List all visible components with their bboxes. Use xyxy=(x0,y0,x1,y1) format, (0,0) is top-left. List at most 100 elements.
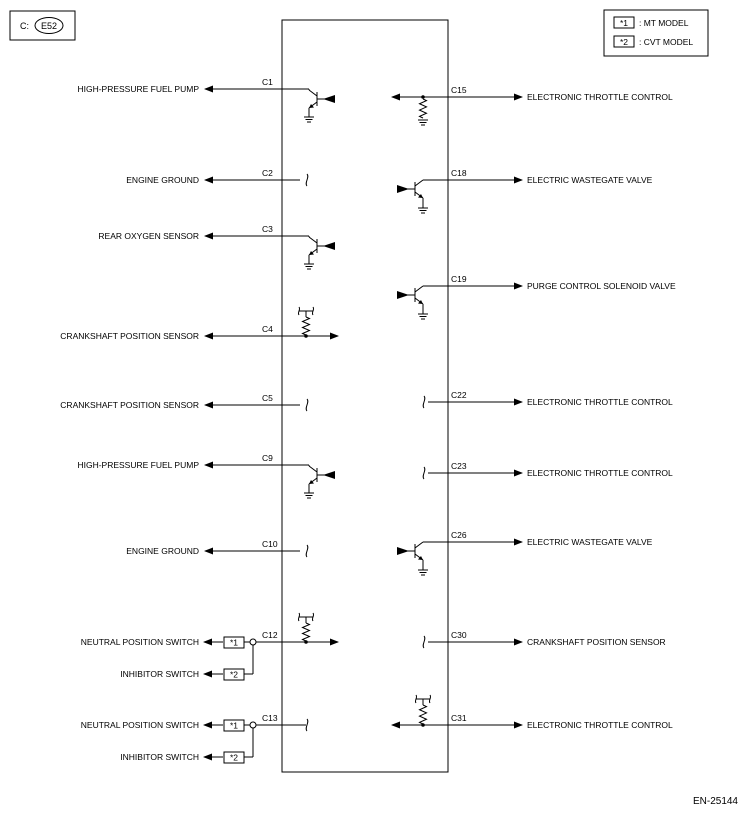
wire-break-symbol xyxy=(422,466,426,480)
ground-symbol xyxy=(304,263,314,270)
legend-text-2: : CVT MODEL xyxy=(639,37,693,47)
pin-number: C5 xyxy=(262,393,273,403)
ground-symbol xyxy=(418,207,428,214)
pin-label: CRANKSHAFT POSITION SENSOR xyxy=(60,400,199,410)
branch-label: INHIBITOR SWITCH xyxy=(120,752,199,762)
connector-prefix: C: xyxy=(20,21,29,31)
resistor-symbol xyxy=(418,98,428,119)
transistor-symbol xyxy=(397,285,424,305)
pin-label: NEUTRAL POSITION SWITCH xyxy=(81,720,199,730)
ground-symbol xyxy=(304,116,314,123)
pin-number: C26 xyxy=(451,530,467,540)
pin-label: PURGE CONTROL SOLENOID VALVE xyxy=(527,281,676,291)
power-supply-symbol xyxy=(297,612,315,622)
legend-mark-2: *2 xyxy=(620,37,628,47)
legend-mark-box-1 xyxy=(613,16,635,29)
pin-number: C10 xyxy=(262,539,278,549)
pin-label: ELECTRONIC THROTTLE CONTROL xyxy=(527,397,673,407)
pin-label: ENGINE GROUND xyxy=(126,175,199,185)
pin-label: REAR OXYGEN SENSOR xyxy=(98,231,199,241)
connector-tag: C: E52 xyxy=(9,10,76,41)
pin-label: ELECTRIC WASTEGATE VALVE xyxy=(527,175,653,185)
pin-number: C23 xyxy=(451,461,467,471)
connector-id: E52 xyxy=(41,21,57,31)
pin-label: ELECTRONIC THROTTLE CONTROL xyxy=(527,92,673,102)
wire-break-symbol xyxy=(305,544,309,558)
branch-label: INHIBITOR SWITCH xyxy=(120,669,199,679)
pin-label: HIGH-PRESSURE FUEL PUMP xyxy=(77,460,199,470)
transistor-symbol xyxy=(308,465,335,485)
model-mark: *2 xyxy=(230,753,238,763)
pin-label: CRANKSHAFT POSITION SENSOR xyxy=(60,331,199,341)
legend-mark-box-2 xyxy=(613,35,635,48)
pin-number: C15 xyxy=(451,85,467,95)
diagram-code: EN-25144 xyxy=(693,796,738,807)
wire-break-symbol xyxy=(305,718,309,732)
junction-dot xyxy=(421,95,425,99)
ground-symbol xyxy=(418,119,428,126)
pin-label: NEUTRAL POSITION SWITCH xyxy=(81,637,199,647)
transistor-symbol xyxy=(397,179,424,199)
pin-number: C2 xyxy=(262,168,273,178)
pin-number: C31 xyxy=(451,713,467,723)
pin-number: C13 xyxy=(262,713,278,723)
pin-label: HIGH-PRESSURE FUEL PUMP xyxy=(77,84,199,94)
ground-symbol xyxy=(418,569,428,576)
pin-label: ELECTRONIC THROTTLE CONTROL xyxy=(527,720,673,730)
legend-text-1: : MT MODEL xyxy=(639,18,689,28)
pin-label: CRANKSHAFT POSITION SENSOR xyxy=(527,637,666,647)
pin-number: C9 xyxy=(262,453,273,463)
pin-label: ELECTRIC WASTEGATE VALVE xyxy=(527,537,653,547)
pin-label: ELECTRONIC THROTTLE CONTROL xyxy=(527,468,673,478)
wire-break-symbol xyxy=(305,173,309,187)
wire-break-symbol xyxy=(422,395,426,409)
pin-number: C18 xyxy=(451,168,467,178)
terminal-circle xyxy=(249,721,257,729)
resistor-symbol xyxy=(301,622,311,642)
model-mark: *2 xyxy=(230,670,238,680)
pin-number: C3 xyxy=(262,224,273,234)
model-mark: *1 xyxy=(230,638,238,648)
terminal-circle xyxy=(249,638,257,646)
transistor-symbol xyxy=(308,236,335,256)
ground-symbol xyxy=(304,492,314,499)
resistor-symbol xyxy=(301,316,311,336)
ground-symbol xyxy=(418,313,428,320)
power-supply-symbol xyxy=(414,694,432,704)
pin-number: C22 xyxy=(451,390,467,400)
ecm-body xyxy=(281,19,449,773)
wire-break-symbol xyxy=(422,635,426,649)
pin-number: C30 xyxy=(451,630,467,640)
connector-id-ellipse xyxy=(34,17,64,34)
model-mark: *1 xyxy=(230,721,238,731)
legend-mark-1: *1 xyxy=(620,18,628,28)
model-mark-box xyxy=(223,668,245,681)
legend: *1 : MT MODEL *2 : CVT MODEL xyxy=(603,9,709,57)
pin-number: C19 xyxy=(451,274,467,284)
power-supply-symbol xyxy=(297,306,315,316)
pin-label: ENGINE GROUND xyxy=(126,546,199,556)
transistor-symbol xyxy=(397,541,424,561)
wire-break-symbol xyxy=(305,398,309,412)
resistor-symbol xyxy=(418,704,428,725)
